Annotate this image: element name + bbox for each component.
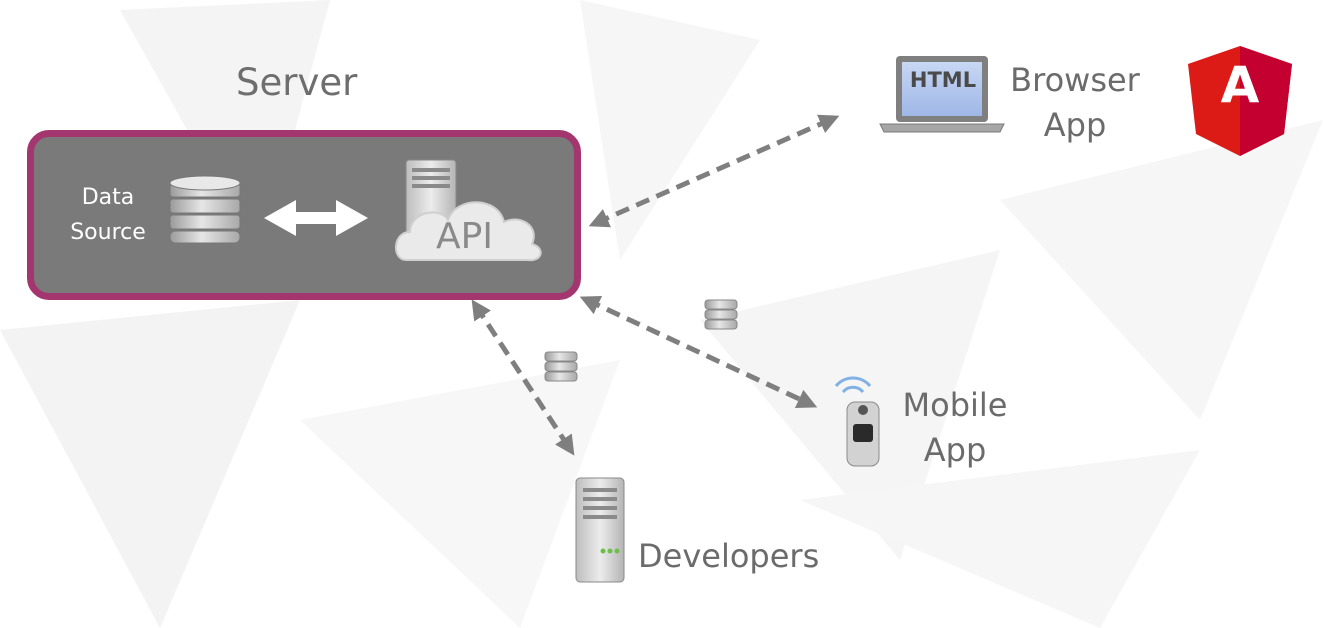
developers-label: Developers <box>638 537 820 575</box>
data-source-label-line: Source <box>70 220 146 246</box>
server-tower-icon <box>575 477 625 583</box>
small-database-icon <box>544 351 578 382</box>
data-source-label-line: Data <box>81 185 135 210</box>
bidirectional-arrow-icon <box>264 200 368 236</box>
mobile-app-label-line: App <box>923 430 987 469</box>
arrow-api-mobile <box>579 296 818 408</box>
laptop-screen-text: HTML <box>909 68 977 92</box>
api-cloud-icon <box>395 159 542 262</box>
arrow-api-developers <box>471 299 575 456</box>
small-database-icon <box>704 299 738 330</box>
api-label: API <box>436 216 493 257</box>
mobile-app-label-line: Mobile <box>902 386 1008 424</box>
angular-logo-letter: A <box>1220 56 1260 114</box>
angular-logo <box>1188 46 1292 156</box>
browser-app-label-line: App <box>1043 105 1107 144</box>
database-icon <box>169 175 241 244</box>
arrow-api-browser <box>588 114 840 228</box>
server-title: Server <box>236 61 358 104</box>
laptop-icon <box>879 56 1005 133</box>
data-source-label: Data Source <box>56 180 160 250</box>
mobile-app-label: Mobile App <box>900 383 1010 473</box>
mobile-phone-icon <box>834 376 880 467</box>
browser-app-label: Browser App <box>1010 58 1140 148</box>
browser-app-label-line: Browser <box>1010 61 1140 99</box>
